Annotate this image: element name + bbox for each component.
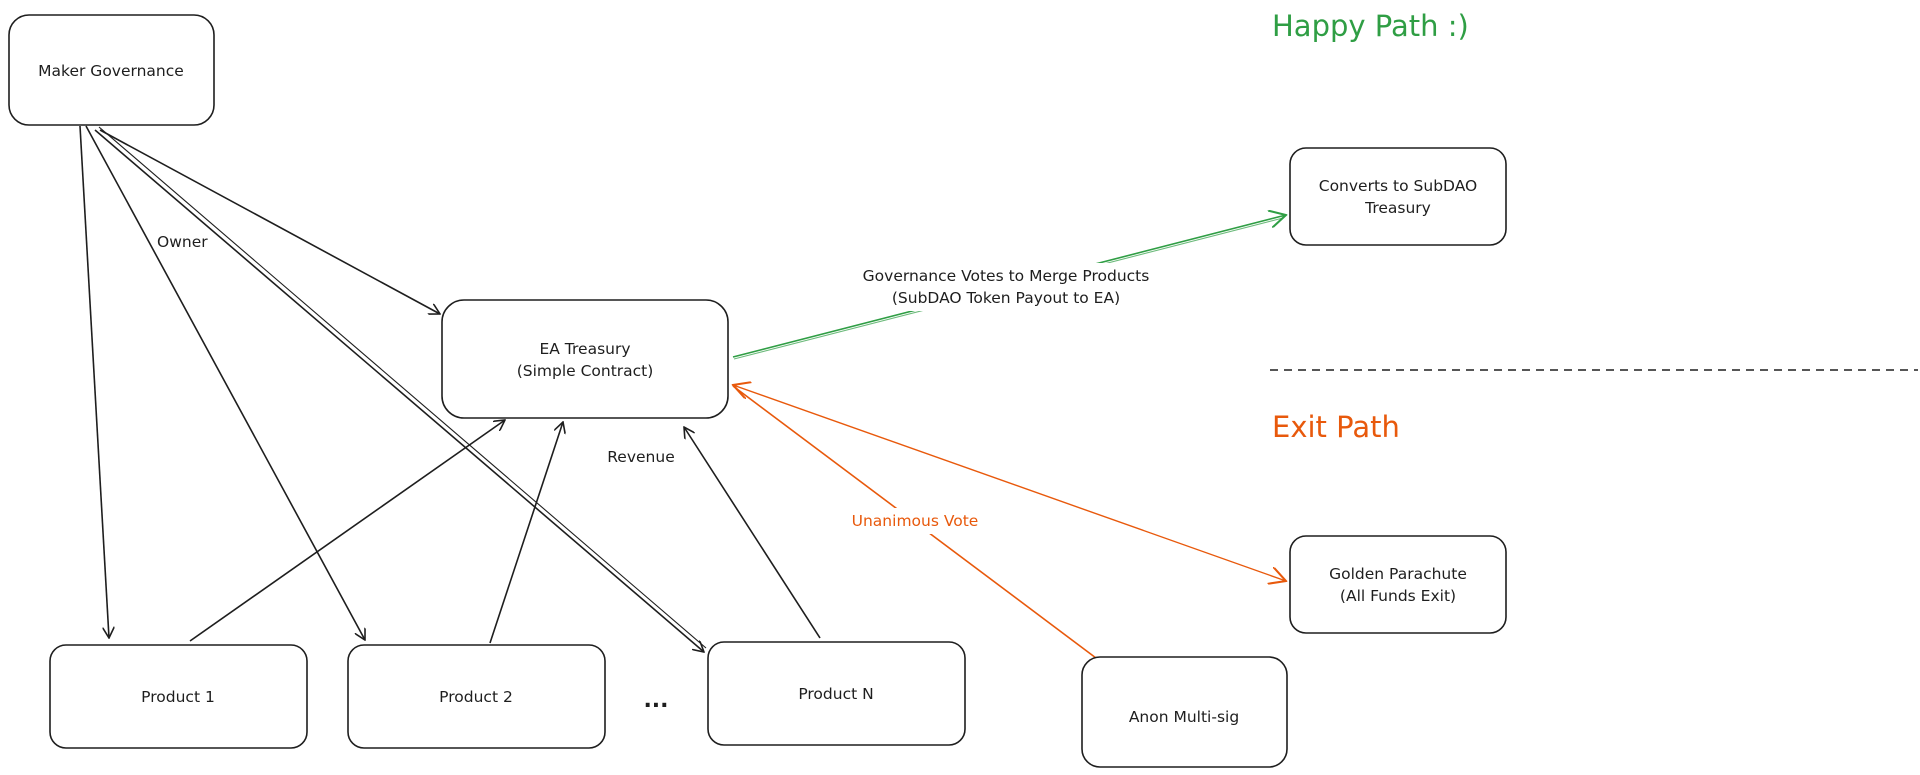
anon-multisig-box[interactable] bbox=[1081, 656, 1288, 768]
unanimous-label-background bbox=[845, 508, 985, 534]
golden-parachute-label-line2: (All Funds Exit) bbox=[1340, 587, 1456, 605]
subdao-treasury-box[interactable] bbox=[1289, 147, 1507, 246]
ea-treasury-label-line2: (Simple Contract) bbox=[517, 362, 654, 380]
edge-maker-to-productN-double bbox=[98, 126, 707, 649]
edge-maker-to-product2 bbox=[85, 125, 365, 640]
maker-governance-box[interactable] bbox=[8, 14, 215, 126]
subdao-treasury-label-line1: Converts to SubDAO bbox=[1319, 177, 1477, 195]
maker-governance-label: Maker Governance bbox=[38, 62, 184, 80]
golden-parachute-box[interactable] bbox=[1289, 535, 1507, 634]
unanimous-vote-label: Unanimous Vote bbox=[852, 512, 979, 530]
happy-path-heading: Happy Path :) bbox=[1272, 9, 1469, 43]
owner-edge-label: Owner bbox=[157, 233, 208, 251]
revenue-edge-label: Revenue bbox=[607, 448, 675, 466]
product-n-box[interactable] bbox=[707, 641, 966, 746]
edge-product2-to-ea-treasury bbox=[489, 422, 563, 644]
product-1-box[interactable] bbox=[49, 644, 308, 749]
ea-treasury-box[interactable] bbox=[441, 299, 729, 419]
anon-multisig-label: Anon Multi-sig bbox=[1129, 708, 1239, 726]
product-2-label: Product 2 bbox=[439, 688, 513, 706]
merge-products-label-line2: (SubDAO Token Payout to EA) bbox=[892, 289, 1120, 307]
subdao-treasury-label-line2: Treasury bbox=[1364, 199, 1431, 217]
merge-products-label-line1: Governance Votes to Merge Products bbox=[863, 267, 1150, 285]
edge-ea-to-golden-parachute bbox=[733, 385, 1286, 581]
more-products-ellipsis: ... bbox=[643, 688, 668, 713]
product-1-label: Product 1 bbox=[141, 688, 215, 706]
edge-maker-to-ea-treasury bbox=[99, 129, 440, 314]
edge-maker-to-product1 bbox=[79, 125, 109, 638]
golden-parachute-label-line1: Golden Parachute bbox=[1329, 565, 1467, 583]
ea-treasury-label-line1: EA Treasury bbox=[539, 340, 630, 358]
edge-productN-to-ea-treasury bbox=[684, 427, 821, 639]
edge-maker-to-productN bbox=[94, 129, 704, 652]
product-2-box[interactable] bbox=[347, 644, 606, 749]
exit-path-heading: Exit Path bbox=[1272, 410, 1400, 444]
product-n-label: Product N bbox=[798, 685, 873, 703]
edge-product1-to-ea-treasury bbox=[189, 420, 505, 642]
merge-label-background bbox=[845, 263, 1165, 311]
